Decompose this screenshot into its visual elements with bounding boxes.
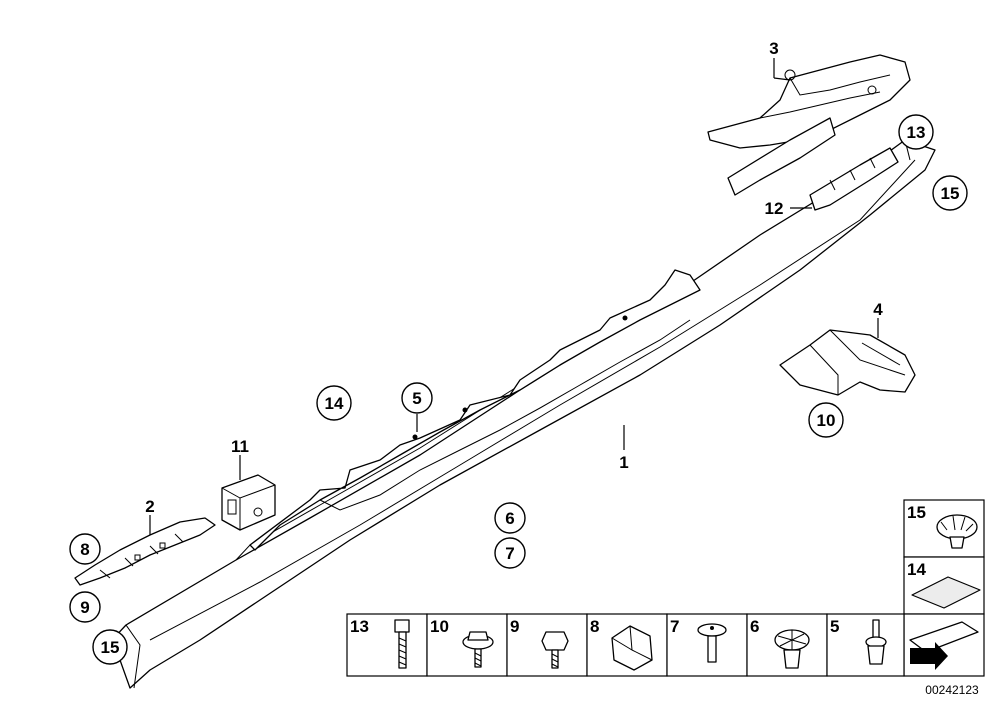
circled-callout-5: 5: [401, 382, 433, 414]
svg-text:8: 8: [80, 540, 89, 559]
callout-1: 1: [619, 453, 628, 472]
small-bracket: [809, 147, 899, 211]
circled-callout-10: 10: [808, 402, 844, 438]
svg-text:9: 9: [80, 598, 89, 617]
svg-text:15: 15: [101, 638, 120, 657]
circled-callout-15-bottom: 15: [92, 629, 128, 665]
callout-11: 11: [231, 437, 249, 456]
flange-screw-icon: [462, 631, 494, 668]
legend-15: 15: [907, 503, 926, 522]
upper-bracket: [707, 54, 911, 196]
legend-5: 5: [830, 617, 839, 636]
circled-callout-7: 7: [494, 537, 526, 569]
direction-arrow-icon: [909, 621, 979, 670]
clip-block: [221, 474, 276, 531]
svg-text:13: 13: [907, 123, 926, 142]
side-sill-panel: [111, 139, 936, 689]
bracket-strip: [74, 517, 216, 586]
legend-13: 13: [350, 617, 369, 636]
catalog-id: 00242123: [925, 683, 979, 697]
leader-lines: [149, 58, 879, 535]
bottom-legend: 13 10 9 8 7 6: [346, 613, 905, 677]
legend-6: 6: [750, 617, 759, 636]
rivet-icon: [697, 623, 727, 663]
callout-4: 4: [873, 300, 883, 319]
svg-text:6: 6: [505, 509, 514, 528]
svg-text:5: 5: [412, 389, 421, 408]
circled-callout-9: 9: [69, 591, 101, 623]
bolt-icon: [394, 619, 410, 669]
svg-text:15: 15: [941, 184, 960, 203]
circled-callout-13: 13: [898, 114, 934, 150]
push-rivet-icon: [936, 514, 978, 549]
legend-10: 10: [430, 617, 449, 636]
legend-8: 8: [590, 617, 599, 636]
legend-7: 7: [670, 617, 679, 636]
side-legend: 15 14: [903, 499, 985, 677]
hex-screw-icon: [541, 631, 569, 669]
legend-9: 9: [510, 617, 519, 636]
circled-callout-15-top: 15: [932, 175, 968, 211]
circled-callout-14: 14: [316, 385, 352, 421]
adhesive-pad-icon: [911, 576, 981, 609]
clip-nut-icon: [611, 625, 653, 671]
svg-text:7: 7: [505, 544, 514, 563]
callout-12: 12: [765, 199, 784, 218]
expanding-clip-icon: [774, 629, 810, 669]
callout-3: 3: [769, 39, 778, 58]
circled-callout-6: 6: [494, 502, 526, 534]
legend-14: 14: [907, 560, 926, 579]
circled-callout-8: 8: [69, 533, 101, 565]
push-pin-icon: [865, 619, 887, 665]
rear-bracket: [779, 329, 916, 396]
callout-2: 2: [145, 497, 154, 516]
svg-text:14: 14: [325, 394, 344, 413]
svg-text:10: 10: [817, 411, 836, 430]
